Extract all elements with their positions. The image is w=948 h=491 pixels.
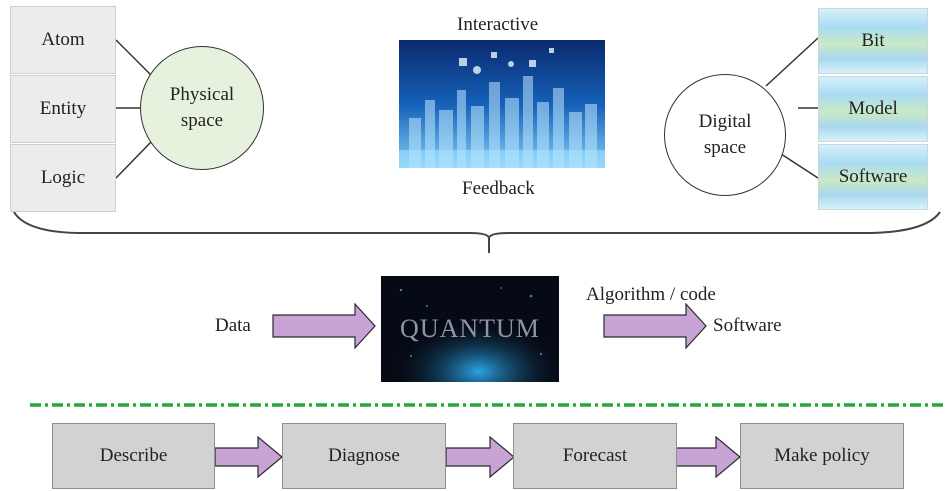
entity-box: Entity bbox=[10, 75, 116, 143]
algorithm-label: Algorithm / code bbox=[586, 284, 716, 305]
make-policy-label: Make policy bbox=[774, 445, 870, 466]
make-policy-box: Make policy bbox=[740, 423, 904, 489]
algorithm-arrow bbox=[603, 302, 707, 350]
connector-logic bbox=[115, 140, 153, 179]
feedback-label: Feedback bbox=[462, 178, 535, 199]
entity-label: Entity bbox=[39, 98, 87, 119]
bit-label: Bit bbox=[861, 30, 885, 51]
data-arrow bbox=[272, 302, 376, 350]
connector-software bbox=[777, 151, 819, 179]
city-network-image bbox=[399, 40, 605, 168]
logic-box: Logic bbox=[10, 144, 116, 212]
interactive-label: Interactive bbox=[457, 14, 539, 35]
software-box-label: Software bbox=[838, 166, 908, 187]
bit-box: Bit bbox=[818, 8, 928, 74]
curly-brace bbox=[13, 211, 941, 239]
flow-arrow-2 bbox=[445, 435, 515, 479]
model-box: Model bbox=[818, 76, 928, 142]
software-output-label: Software bbox=[713, 315, 782, 336]
data-label: Data bbox=[215, 315, 251, 336]
digital-space-circle: Digital space bbox=[664, 74, 786, 196]
diagnose-label: Diagnose bbox=[328, 445, 400, 466]
atom-label: Atom bbox=[41, 29, 85, 50]
city-network-graphic bbox=[399, 40, 605, 168]
model-label: Model bbox=[848, 98, 898, 119]
flow-arrow-3 bbox=[675, 435, 741, 479]
quantum-image: QUANTUM bbox=[381, 276, 559, 382]
describe-label: Describe bbox=[99, 445, 168, 466]
quantum-text: QUANTUM bbox=[400, 314, 540, 343]
atom-box: Atom bbox=[10, 6, 116, 74]
diagnose-box: Diagnose bbox=[282, 423, 446, 489]
connector-bit bbox=[765, 37, 819, 87]
connector-atom bbox=[115, 39, 153, 77]
software-box: Software bbox=[818, 144, 928, 210]
physical-space-circle: Physical space bbox=[140, 46, 264, 170]
forecast-box: Forecast bbox=[513, 423, 677, 489]
forecast-label: Forecast bbox=[562, 445, 628, 466]
flow-arrow-1 bbox=[214, 435, 283, 479]
describe-box: Describe bbox=[52, 423, 215, 489]
quantum-graphic bbox=[381, 276, 559, 382]
logic-label: Logic bbox=[40, 167, 86, 188]
